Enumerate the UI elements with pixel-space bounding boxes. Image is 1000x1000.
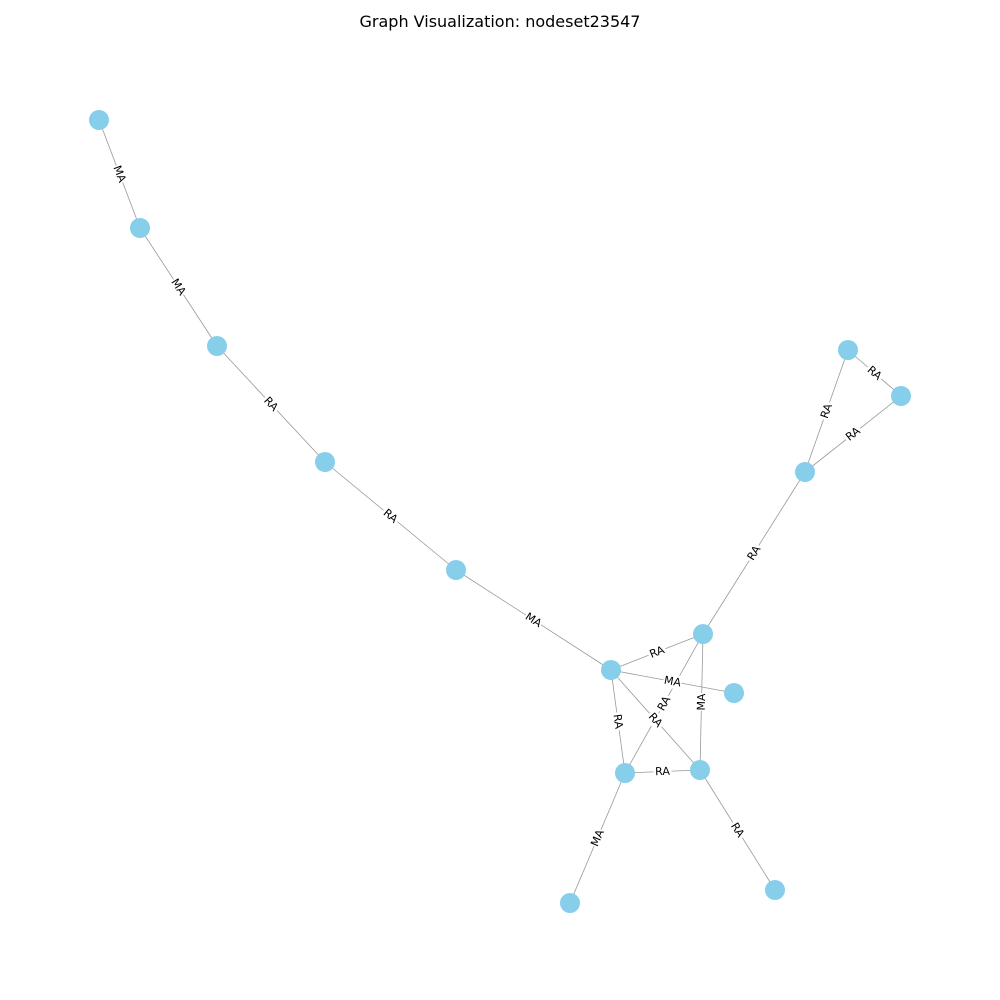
edge-label: MA [587,826,608,850]
edges-layer [98,119,902,904]
edge-label: RA [816,400,837,422]
edge-label: RA [379,504,402,528]
edge-label-background [841,422,865,446]
edge-label-background [743,541,765,565]
edge-label-background [646,642,668,662]
edge-label-text: MA [695,693,708,711]
edge-label-text: MA [168,276,188,298]
edge-label: RA [653,692,675,715]
edge-label-text: MA [523,610,545,630]
edge-label: RA [841,422,865,446]
edge-label-text: RA [655,693,674,713]
edge-label-text: RA [655,765,671,779]
edge-label: MA [522,609,545,631]
graph-node [560,893,580,913]
graph-node [838,340,858,360]
edge-label-background [609,711,627,732]
graph-node [446,560,466,580]
edge-label-text: RA [728,820,747,840]
edge-label-text: RA [865,363,885,383]
edge-label-background [379,504,402,528]
edge-label-background [726,818,749,842]
edge-label-background [863,361,886,385]
edge-label-background [109,163,130,185]
edge-label: MA [662,672,683,691]
graph-node [690,760,710,780]
graph-node [693,624,713,644]
graph-node [89,110,109,130]
edge-label-background [259,392,283,416]
edge-label-background [653,764,672,779]
graph-node [315,452,335,472]
edge-label: RA [726,818,749,842]
edge-label-text: RA [646,710,666,730]
edge-label-text: RA [843,424,863,444]
edge-label: RA [646,642,668,662]
edge-label-text: RA [611,713,626,730]
edge-label-background [522,609,545,631]
nodes-layer [89,110,911,913]
edge-label: RA [653,764,672,779]
edge-label-text: MA [588,827,607,848]
edge-label: MA [167,275,190,299]
edge-label-background [662,672,683,691]
edge-label-background [587,826,608,850]
edge-label: RA [743,541,765,565]
graph-node [615,763,635,783]
graph-node [795,462,815,482]
page-title: Graph Visualization: nodeset23547 [359,12,641,31]
edge-label-background [816,400,837,422]
edge-label-text: RA [818,401,835,420]
edge-label: MA [109,163,130,185]
edge-label-background [694,692,709,712]
graph-node [207,336,227,356]
graph-node [130,218,150,238]
edge-label: RA [863,361,886,385]
edge-label-background [644,708,667,732]
edge-label: RA [609,711,627,732]
edge-label-text: RA [648,643,667,661]
graph-node [601,660,621,680]
edge-label-background [653,692,675,715]
edge-label-text: MA [110,164,128,185]
graph-node [765,880,785,900]
edge-label-text: RA [745,543,764,563]
edge-label: MA [694,692,709,712]
graph-node [724,683,744,703]
edge-label-text: RA [381,506,401,526]
edge-label-background [167,275,190,299]
edge-label-text: MA [663,674,683,690]
graph-node [891,386,911,406]
